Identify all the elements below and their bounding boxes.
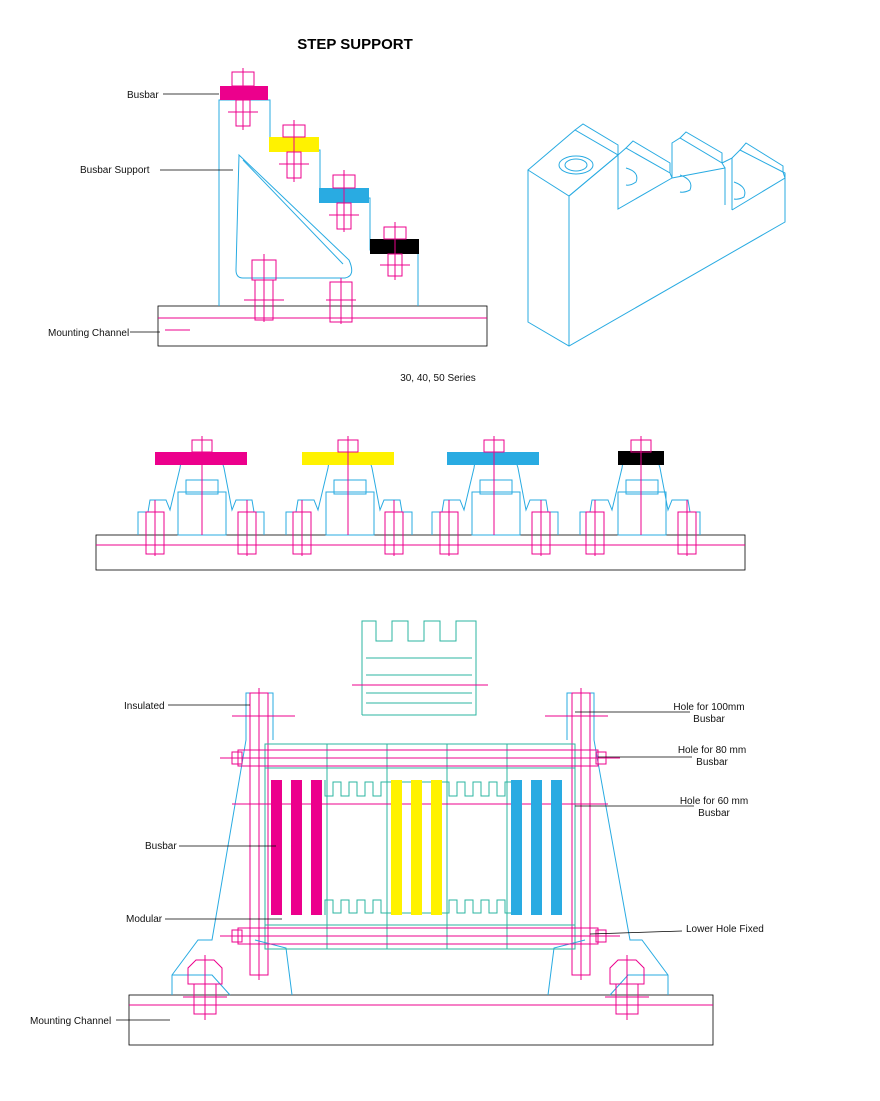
label-mounting-channel-bottom: Mounting Channel <box>30 1016 111 1027</box>
label-lower-hole-fixed: Lower Hole Fixed <box>686 924 764 935</box>
label-busbar-bottom: Busbar <box>145 841 177 852</box>
label-hole-60-line2: Busbar <box>698 808 730 819</box>
label-hole-100-line1: Hole for 100mm <box>673 702 744 713</box>
page-title: STEP SUPPORT <box>297 36 413 53</box>
label-modular: Modular <box>126 914 163 925</box>
label-hole-80-line2: Busbar <box>696 757 728 768</box>
busbar-magenta <box>220 86 268 100</box>
modular-assembly-drawing: Insulated Busbar Modular Mounting Channe… <box>30 620 764 1046</box>
label-hole-80-line1: Hole for 80 mm <box>678 745 746 756</box>
label-hole-100-line2: Busbar <box>693 714 725 725</box>
modular-busbars <box>271 780 562 915</box>
label-insulated: Insulated <box>124 701 165 712</box>
comb-piece <box>361 620 477 716</box>
front-busbar-cyan <box>447 452 539 465</box>
mounting-channel <box>157 305 488 347</box>
front-busbar-magenta <box>155 452 247 465</box>
mounting-channel-front <box>95 534 746 571</box>
isometric-support <box>527 123 786 347</box>
mounting-channel-bottom <box>128 994 714 1046</box>
label-mounting-channel-top: Mounting Channel <box>48 328 129 339</box>
front-view-drawing <box>95 436 746 571</box>
triangle-cutout <box>235 153 353 279</box>
label-busbar: Busbar <box>127 90 159 101</box>
label-busbar-support: Busbar Support <box>80 165 150 176</box>
series-caption: 30, 40, 50 Series <box>400 373 476 384</box>
side-view-drawing: Busbar Busbar Support Mounting Channel <box>48 68 488 347</box>
label-hole-60-line1: Hole for 60 mm <box>680 796 748 807</box>
